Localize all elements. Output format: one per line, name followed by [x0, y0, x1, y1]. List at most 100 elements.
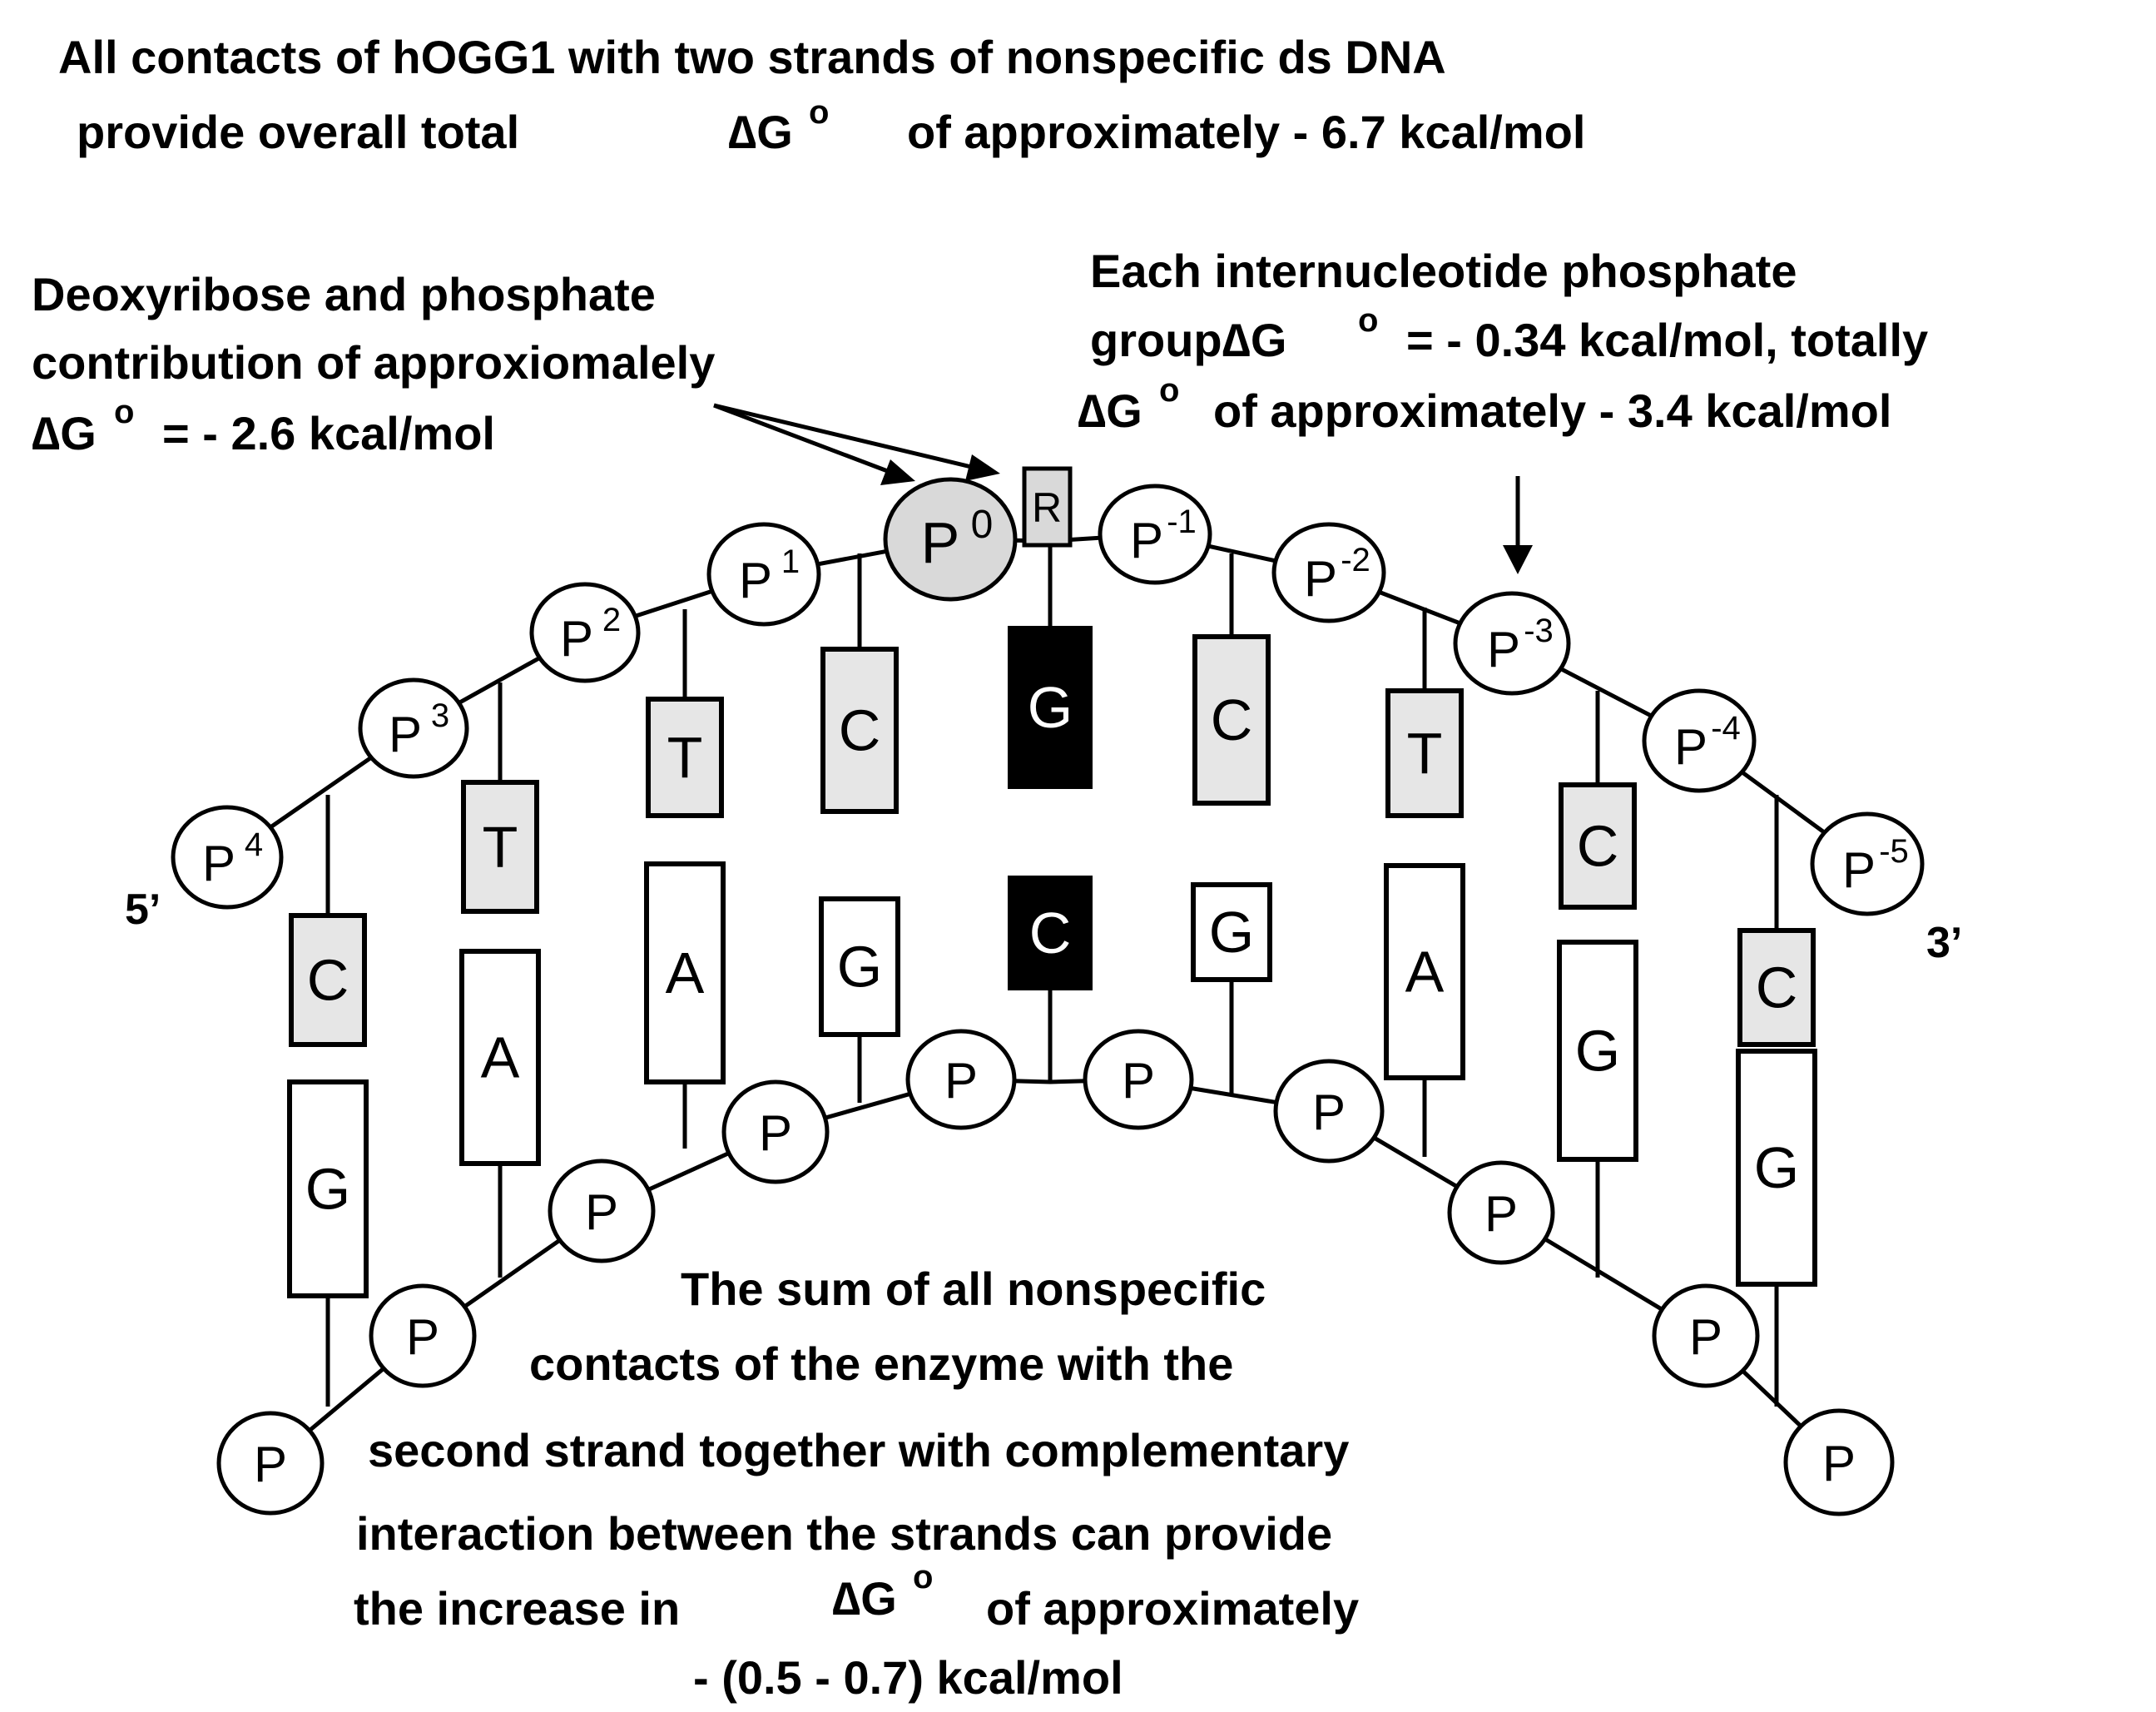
right-note-line3-dg: ∆G — [1078, 385, 1142, 437]
top-base-5: C — [1192, 634, 1271, 806]
bottom-base-label-5: G — [1209, 900, 1254, 965]
bottom-base-6: A — [1384, 863, 1465, 1080]
top-note: All contacts of hOGG1 with two strands o… — [58, 31, 1585, 158]
bottom-note-line6: - (0.5 - 0.7) kcal/mol — [693, 1651, 1123, 1704]
top-phosphate-label-1: P — [389, 707, 422, 762]
bottom-phosphate-7: P — [1447, 1160, 1555, 1265]
bottom-phosphate-3: P — [721, 1079, 830, 1184]
top-phosphate-sup-1: 3 — [431, 697, 449, 734]
bottom-note-line5-dg: ∆G — [832, 1572, 897, 1625]
top-phosphate-5: P-1 — [1098, 484, 1212, 585]
top-phosphate-label-5: P — [1130, 513, 1163, 568]
bottom-base-label-1: A — [481, 1025, 520, 1090]
top-phosphate-9: P-5 — [1810, 811, 1925, 916]
right-note-line1: Each internucleotide phosphate — [1090, 245, 1797, 297]
top-phosphate-sup-2: 2 — [602, 602, 621, 638]
top-note-line2-a: provide overall total — [77, 106, 519, 158]
bottom-base-label-2: A — [666, 940, 705, 1005]
bottom-note-line3: second strand together with complementar… — [368, 1424, 1349, 1476]
bottom-base-label-3: G — [837, 935, 882, 1000]
top-phosphate-circle-8 — [1642, 688, 1757, 793]
top-base-box-0 — [289, 913, 367, 1047]
top-phosphate-circle-0 — [171, 805, 284, 910]
top-base-8: C — [1737, 928, 1816, 1047]
right-note-line2-sup: o — [1358, 302, 1378, 339]
top-base-box-7 — [1559, 782, 1637, 910]
bottom-base-box-5 — [1191, 882, 1272, 982]
top-phosphate-sup-4: 0 — [971, 503, 994, 547]
bottom-base-box-8 — [1736, 1049, 1817, 1287]
bottom-backbone — [269, 1077, 1841, 1465]
bottom-base-4: C — [1008, 876, 1093, 990]
bottom-base-box-3 — [819, 896, 900, 1037]
top-base-label-5: C — [1211, 687, 1253, 752]
top-base-7: C — [1559, 782, 1637, 910]
top-phosphate-label-9: P — [1842, 842, 1876, 898]
bottom-phosphate-2: P — [548, 1159, 656, 1263]
arrows — [713, 403, 1533, 574]
bottom-note-line1: The sum of all nonspecific — [681, 1263, 1266, 1315]
top-phosphate-circle-3 — [706, 522, 821, 627]
top-phosphate-sup-9: -5 — [1879, 833, 1909, 870]
top-phosphate-sup-5: -1 — [1167, 504, 1197, 540]
top-base-box-1 — [461, 780, 539, 914]
bottom-base-box-6 — [1384, 863, 1465, 1080]
arrow-to-sugar-head — [965, 454, 1000, 481]
top-phosphate-7: P-3 — [1453, 591, 1571, 696]
bottom-base-8: G — [1736, 1049, 1817, 1287]
bottom-phosphate-label-1: P — [406, 1309, 439, 1365]
bottom-phosphate-5: P — [1083, 1029, 1194, 1130]
top-phosphate-8: P-4 — [1642, 688, 1757, 793]
bottom-base-label-8: G — [1754, 1135, 1799, 1200]
top-phosphate-circle-2 — [529, 582, 641, 683]
sugar-label: R — [1032, 484, 1062, 531]
five-prime-label: 5’ — [125, 886, 161, 934]
top-phosphate-circle-6 — [1271, 522, 1386, 623]
bottom-phosphate-circle-4 — [905, 1029, 1017, 1130]
right-note-line3-b: of approximately - 3.4 kcal/mol — [1213, 385, 1891, 437]
top-phosphate-sup-6: -2 — [1341, 542, 1370, 578]
bottom-base-7: G — [1557, 940, 1638, 1162]
bottom-phosphate-label-3: P — [759, 1105, 792, 1161]
bottom-base-5: G — [1191, 882, 1272, 982]
bottom-base-0: G — [287, 1079, 369, 1298]
bottom-phosphate-label-2: P — [585, 1184, 618, 1240]
left-note-line2: contribution of approxiomalely — [32, 336, 715, 389]
right-note-line2-b: = - 0.34 kcal/mol, totally — [1406, 314, 1928, 366]
sugar-box: R — [1022, 466, 1073, 548]
top-note-line2-sup: o — [809, 94, 829, 131]
left-note-line1: Deoxyribose and phosphate — [32, 268, 656, 320]
top-base-2: T — [646, 697, 724, 818]
bottom-phosphate-circle-1 — [369, 1283, 477, 1388]
top-base-label-6: T — [1407, 721, 1443, 786]
top-phosphate-label-6: P — [1304, 551, 1337, 607]
bottom-phosphate-1: P — [369, 1283, 477, 1388]
left-note: Deoxyribose and phosphate contribution o… — [32, 268, 715, 459]
top-phosphate-label-2: P — [560, 611, 593, 667]
arrow-to-p0-head — [880, 459, 915, 485]
left-note-line3-dg: ∆G — [32, 407, 97, 459]
bottom-base-label-0: G — [305, 1157, 350, 1222]
top-base-label-1: T — [483, 815, 518, 880]
bottom-phosphate-label-8: P — [1689, 1309, 1722, 1365]
top-phosphate-circle-7 — [1453, 591, 1571, 696]
top-base-label-4: G — [1028, 675, 1073, 740]
bottom-note-line5-sup: o — [913, 1559, 933, 1595]
bottom-note-line2: contacts of the enzyme with the — [529, 1337, 1233, 1390]
top-phosphate-sup-3: 1 — [781, 543, 800, 580]
top-note-line2-dg: ∆G — [728, 106, 793, 158]
bottom-base-box-1 — [459, 949, 541, 1166]
bottom-note-line5-b: of approximately — [986, 1582, 1359, 1635]
top-phosphate-label-4: P — [921, 510, 960, 575]
top-phosphate-circle-1 — [358, 677, 469, 779]
top-base-6: T — [1385, 688, 1464, 818]
top-phosphate-circle-5 — [1098, 484, 1212, 585]
bottom-note-line4: interaction between the strands can prov… — [356, 1507, 1332, 1560]
arrow-to-p-3-head — [1503, 545, 1533, 574]
bottom-phosphate-4: P — [905, 1029, 1017, 1130]
